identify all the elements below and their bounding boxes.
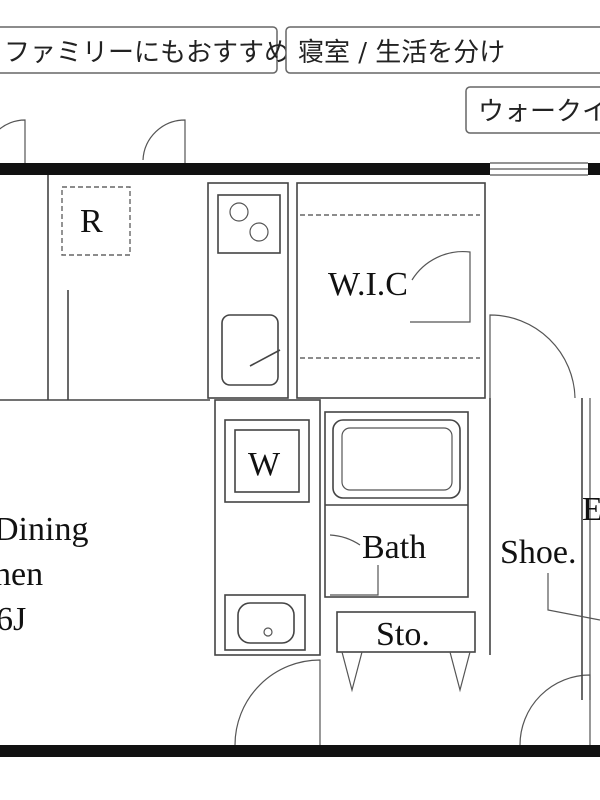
shoe-label: Shoe. (500, 534, 577, 571)
entrance-area: Shoe. E (489, 398, 600, 700)
top-wall (0, 163, 490, 175)
bottom-wall (0, 745, 600, 757)
kitchen-sink (221, 314, 279, 386)
bathroom: Bath (324, 411, 469, 598)
refrigerator-label: R (80, 203, 103, 240)
ldk-label-line2: hen (0, 556, 43, 593)
refrigerator-space (61, 186, 131, 256)
kitchen-counter (207, 182, 289, 399)
wic-label: W.I.C (328, 266, 408, 303)
wash-basin (237, 602, 295, 644)
bathtub (332, 419, 461, 499)
walk-in-closet: W.I.C (296, 182, 486, 399)
feature-tag-separate-text: 寝室 / 生活を分け (298, 38, 505, 68)
entrance-label: E (582, 491, 600, 528)
door-swing (0, 119, 186, 163)
washroom: W (214, 399, 321, 656)
window (490, 162, 588, 176)
stove-burner-icon (249, 222, 269, 242)
ldk-size: 6J (0, 601, 26, 638)
bath-label: Bath (362, 529, 426, 566)
feature-tag-walkin-text: ウォークイ (478, 97, 600, 127)
washer-label: W (248, 446, 281, 483)
storage-label: Sto. (376, 616, 430, 653)
feature-tag-walkin: ウォークイ (465, 86, 600, 134)
feature-tag-family-text: ファミリーにもおすすめ (4, 38, 290, 68)
stove-burner-icon (229, 202, 249, 222)
feature-tag-separate: 寝室 / 生活を分け (285, 26, 600, 74)
feature-tag-family: ファミリーにもおすすめ (0, 26, 290, 74)
top-wall-right (588, 163, 600, 175)
ldk-label-line1: Dining (0, 511, 88, 548)
storage: Sto. (336, 611, 476, 693)
